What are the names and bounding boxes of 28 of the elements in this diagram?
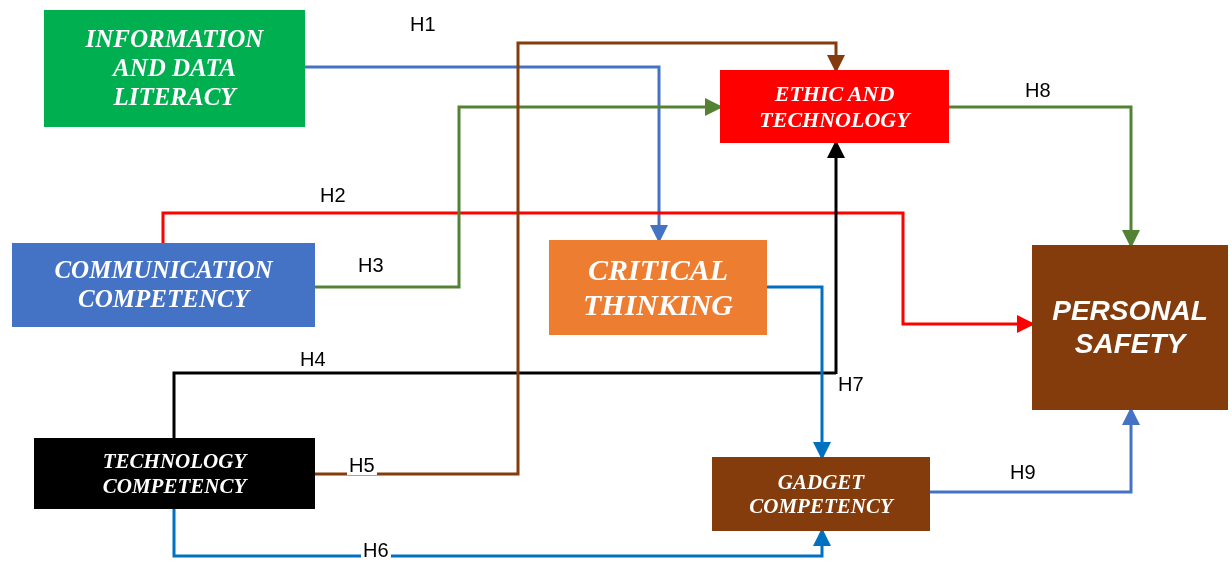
arrow	[305, 65, 668, 243]
edge-label: H7	[836, 374, 866, 394]
edge-label: H2	[318, 185, 348, 205]
edge-label: H4	[298, 349, 328, 369]
construct-label: CRITICAL THINKING	[582, 253, 734, 322]
edge-label: H1	[408, 14, 438, 34]
construct-label: GADGET COMPETENCY	[748, 469, 896, 519]
arrow	[172, 509, 831, 558]
construct-label: COMMUNICATION COMPETENCY	[53, 256, 275, 314]
construct-label: INFORMATION AND DATA LITERACY	[84, 25, 265, 112]
construct-label: PERSONAL SAFETY	[1051, 295, 1209, 360]
arrow	[949, 105, 1140, 248]
arrow	[315, 41, 845, 476]
construct-box	[1032, 245, 1228, 410]
construct-label: ETHIC AND TECHNOLOGY	[758, 81, 913, 132]
arrow	[767, 285, 831, 460]
edge-label: H3	[356, 255, 386, 275]
construct-box	[549, 240, 767, 335]
edge-label: H8	[1023, 80, 1053, 100]
construct-box	[712, 457, 930, 531]
construct-box	[34, 438, 315, 509]
construct-box	[720, 70, 949, 143]
construct-label: TECHNOLOGY COMPETENCY	[101, 449, 249, 498]
edge-label: H5	[347, 455, 377, 475]
edge-label: H6	[361, 540, 391, 560]
construct-box	[44, 10, 305, 127]
edge-label: H9	[1008, 462, 1038, 482]
construct-box	[12, 243, 315, 327]
